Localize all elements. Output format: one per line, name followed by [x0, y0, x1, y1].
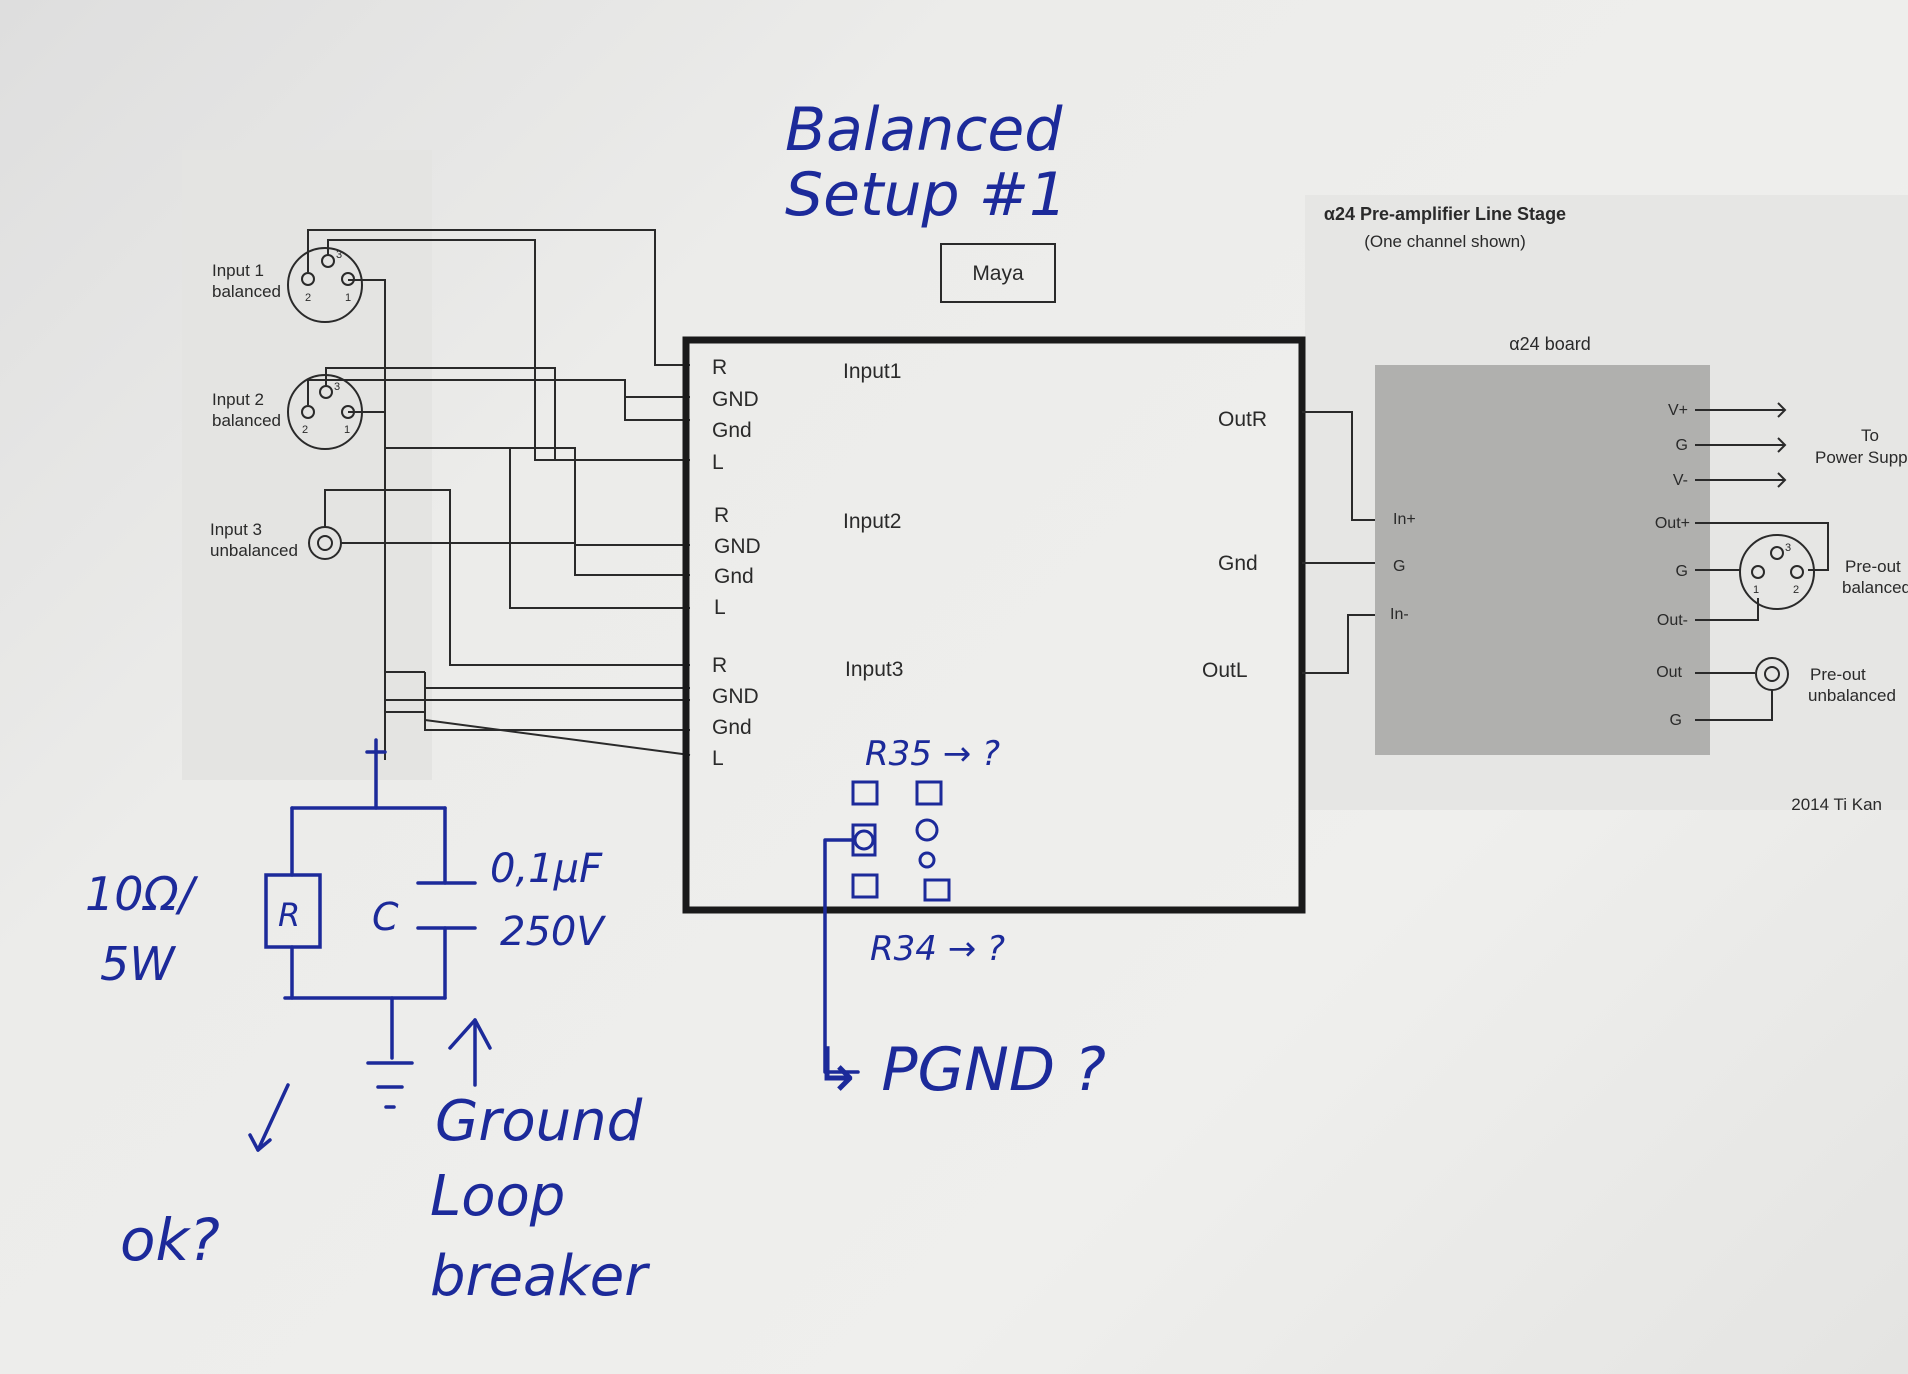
xlr-2-pin-2-label: 2	[302, 424, 308, 436]
preout-pin-1-label: 1	[1753, 584, 1759, 596]
selector-input-1-label: Input1	[843, 360, 901, 383]
pin-label: L	[712, 451, 724, 474]
maya-label: Maya	[972, 262, 1024, 285]
pin-label: R	[714, 504, 729, 527]
ground-loop-note-line-3: breaker	[430, 1244, 650, 1309]
ground-loop-note-line-1: Ground	[435, 1089, 643, 1154]
board-pin-label: G	[1676, 563, 1688, 580]
r34-note: R34 → ?	[870, 929, 1005, 969]
pin-label: Gnd	[714, 565, 754, 588]
pin-label: GND	[712, 685, 759, 708]
preout-pin-3-label: 3	[1785, 542, 1791, 554]
preout-unbalanced-label-line-1: Pre-out	[1810, 665, 1866, 684]
selector-input-2-label: Input2	[843, 510, 901, 533]
power-label-line-1: To	[1861, 426, 1879, 445]
info-title: α24 Pre-amplifier Line Stage	[1324, 204, 1566, 224]
ground-loop-note-line-2: Loop	[430, 1164, 565, 1229]
board-pin-label: G	[1393, 558, 1405, 575]
xlr-2-pin-3-label: 3	[334, 381, 340, 393]
board-pin-label: In-	[1390, 606, 1409, 623]
xlr-connector-preout: 1 2 3	[1739, 534, 1815, 610]
pgnd-note: ↳ PGND ?	[812, 1035, 1106, 1105]
pin-label: R	[712, 356, 727, 379]
selector-gnd-label: Gnd	[1218, 552, 1258, 575]
resistor-value-line-1: 10Ω/	[85, 867, 199, 921]
selector-out-l-label: OutL	[1202, 659, 1248, 682]
selector-input-3-label: Input3	[845, 658, 903, 681]
selector-pin-labels: R GND Gnd L R GND Gnd L R GND Gnd L	[712, 356, 761, 770]
alpha24-board	[1375, 365, 1710, 755]
input-3-label-line-2: unbalanced	[210, 541, 298, 560]
xlr-1-pin-1-label: 1	[345, 292, 351, 304]
input-wiring	[307, 229, 691, 760]
pin-label: GND	[714, 535, 761, 558]
pin-label: Gnd	[712, 716, 752, 739]
credit-label: 2014 Ti Kan	[1791, 795, 1882, 814]
cap-value-line-1: 0,1µF	[490, 846, 603, 892]
ground-loop-breaker-drawing	[248, 738, 492, 1152]
preout-pin-2-label: 2	[1793, 584, 1799, 596]
board-pin-label: V+	[1668, 402, 1688, 419]
xlr-1-pin-2-label: 2	[305, 292, 311, 304]
maya-box	[940, 243, 1056, 303]
title-line-1: Balanced	[785, 95, 1063, 165]
capacitor-symbol-label: C	[372, 895, 399, 939]
preout-unbalanced-label-line-2: unbalanced	[1808, 686, 1896, 705]
xlr-1-pin-3-label: 3	[336, 249, 342, 261]
preout-balanced-label-line-1: Pre-out	[1845, 557, 1901, 576]
title-line-2: Setup #1	[785, 160, 1067, 230]
jumper-pads	[851, 780, 951, 902]
maya-selector-box	[682, 336, 1306, 914]
pin-label: L	[712, 747, 724, 770]
cap-value-line-2: 250V	[500, 909, 606, 955]
board-pin-label: G	[1676, 437, 1688, 454]
resistor-value-line-2: 5W	[100, 937, 176, 991]
pin-label: GND	[712, 388, 759, 411]
board-pin-label: In+	[1393, 511, 1416, 528]
input-3-label-line-1: Input 3	[210, 520, 262, 539]
rca-connector-preout	[1755, 657, 1789, 691]
resistor-symbol-label: R	[278, 896, 300, 934]
board-pin-labels: In+ G In- V+ G V- Out+ G Out- Out G	[1390, 402, 1690, 729]
input-2-label-line-2: balanced	[212, 411, 281, 430]
ok-question-note: ok?	[120, 1206, 220, 1274]
preout-balanced-label-line-2: balanced	[1842, 578, 1908, 597]
pin-label: L	[714, 596, 726, 619]
board-pin-label: Out	[1656, 664, 1682, 681]
pin-label: R	[712, 654, 727, 677]
xlr-2-pin-1-label: 1	[344, 424, 350, 436]
input-2-label-line-1: Input 2	[212, 390, 264, 409]
r35-note: R35 → ?	[865, 734, 1000, 774]
board-pin-label: Out+	[1655, 515, 1690, 532]
pgnd-wire	[823, 838, 860, 1074]
board-pin-label: G	[1670, 712, 1682, 729]
output-wiring	[1302, 411, 1380, 674]
board-label: α24 board	[1509, 334, 1590, 354]
input-1-label-line-1: Input 1	[212, 261, 264, 280]
xlr-connector-input-1: 2 1 3	[287, 247, 363, 323]
board-pin-label: V-	[1673, 472, 1688, 489]
board-output-wiring	[1695, 402, 1829, 721]
input-1-label-line-2: balanced	[212, 282, 281, 301]
selector-out-r-label: OutR	[1218, 408, 1267, 431]
power-label-line-2: Power Supp	[1815, 448, 1908, 467]
info-subtitle: (One channel shown)	[1364, 232, 1526, 251]
pin-label: Gnd	[712, 419, 752, 442]
board-pin-label: Out-	[1657, 612, 1688, 629]
